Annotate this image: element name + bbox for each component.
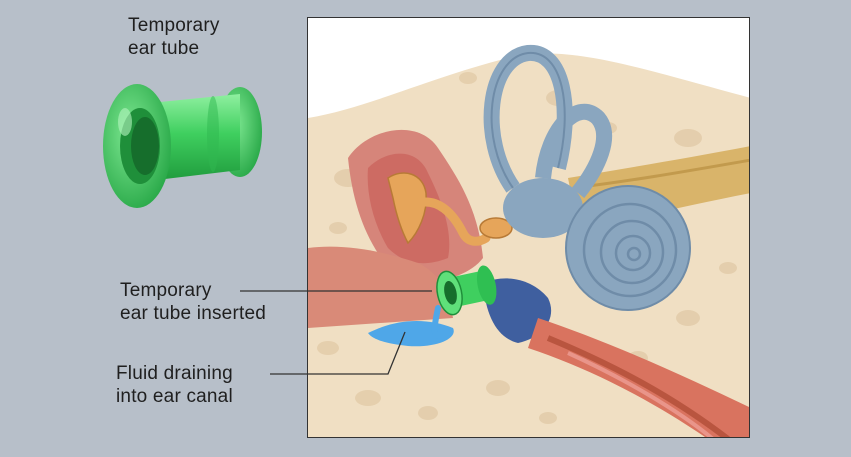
ear-anatomy-illustration (307, 17, 750, 438)
tube-title-label: Temporary ear tube (128, 15, 220, 59)
ear-tube-icon (95, 74, 275, 229)
tube-inserted-label: Temporary ear tube inserted (120, 280, 266, 324)
fluid-draining-label: Fluid draining into ear canal (116, 363, 233, 407)
